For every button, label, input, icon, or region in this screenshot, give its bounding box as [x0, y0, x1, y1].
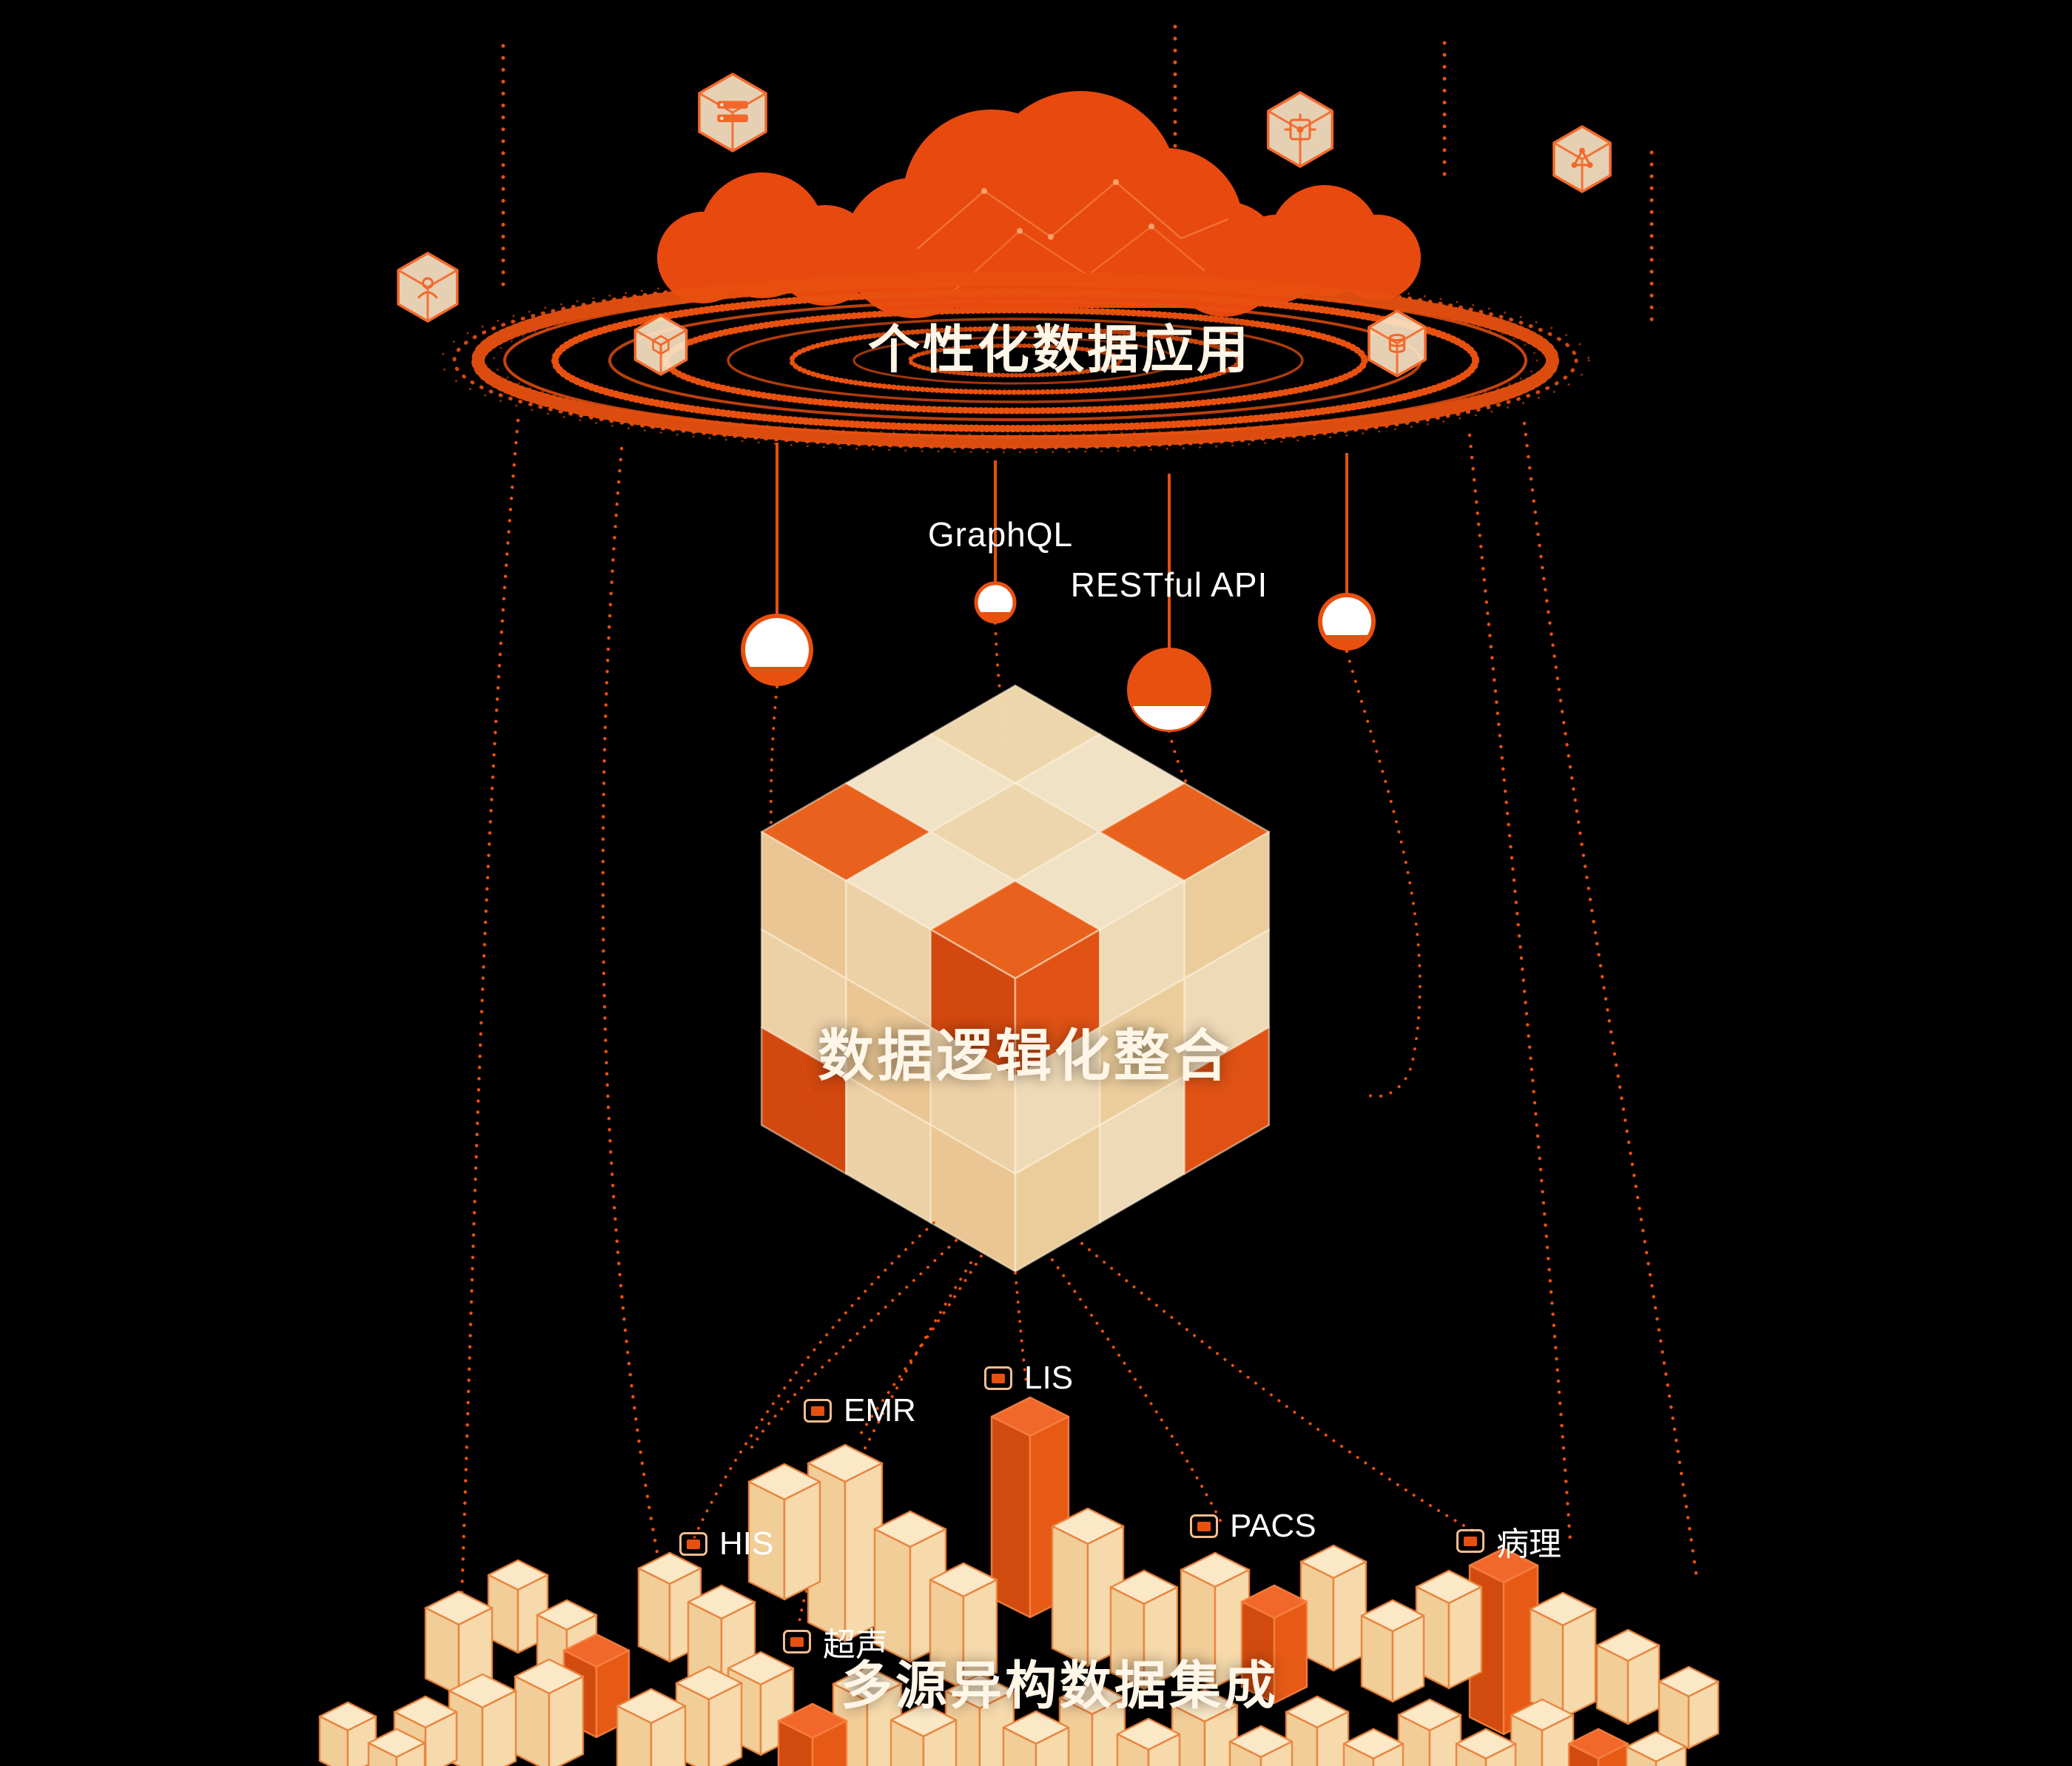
city-box	[1529, 1591, 1597, 1719]
city-box	[1109, 1569, 1179, 1691]
molecule-cube-icon	[1553, 125, 1612, 193]
city-box	[747, 1463, 821, 1601]
cube-right-face	[1014, 830, 1271, 1273]
city-box	[1567, 1728, 1629, 1766]
source-label-lis: LIS	[984, 1360, 1073, 1397]
city-box	[777, 1702, 848, 1766]
cube-left-face	[760, 830, 1017, 1273]
city-box	[1595, 1628, 1661, 1725]
city-box	[616, 1688, 687, 1766]
graphql-label: GraphQL	[927, 515, 1074, 554]
package-cube-icon	[633, 314, 688, 376]
cloud-right	[1232, 185, 1421, 303]
city-box	[1240, 1584, 1308, 1705]
restful-api-label: RESTful API	[1070, 565, 1268, 604]
city-box	[367, 1728, 426, 1766]
dotted-flow-curves	[457, 418, 1700, 1676]
city-box	[514, 1658, 585, 1766]
server-cube-icon	[698, 73, 767, 152]
city-box	[929, 1562, 998, 1691]
city-box	[1415, 1569, 1483, 1690]
cloud-mesh-nodes	[981, 179, 1154, 240]
database-cube-icon	[1368, 309, 1427, 377]
middle-title: 数据逻辑化整合	[818, 1025, 1232, 1088]
city-box	[1360, 1599, 1425, 1703]
source-label-text: 病理	[1496, 1526, 1561, 1562]
source-label-ultrasound: 超声	[783, 1618, 888, 1665]
source-label-text: LIS	[1024, 1360, 1074, 1396]
city-box	[1002, 1710, 1070, 1766]
data-source-bullet-icon	[783, 1630, 811, 1653]
source-label-text: PACS	[1230, 1508, 1316, 1544]
source-label-pathology: 病理	[1456, 1517, 1561, 1565]
top-title: 个性化数据应用	[868, 320, 1251, 379]
city-box	[1180, 1551, 1251, 1688]
city-box	[1228, 1725, 1294, 1766]
data-source-bullet-icon	[984, 1366, 1012, 1390]
source-label-emr: EMR	[804, 1392, 916, 1429]
floating-icon-cubes	[397, 73, 1612, 377]
city-box	[1397, 1698, 1462, 1766]
city-box	[889, 1702, 958, 1766]
cube-to-source-curves	[693, 1221, 1477, 1624]
city-box	[1510, 1698, 1575, 1766]
city-box	[1625, 1730, 1687, 1766]
city-box	[448, 1673, 517, 1766]
source-label-his: HIS	[679, 1525, 773, 1562]
data-source-bullet-icon	[1456, 1529, 1484, 1553]
flow-curve-left-outer	[457, 418, 520, 1676]
city-box	[1299, 1544, 1368, 1672]
city-box	[1342, 1728, 1405, 1766]
source-label-pacs: PACS	[1190, 1508, 1316, 1545]
city-box	[1285, 1695, 1350, 1766]
flow-curve-right-outer	[1522, 421, 1700, 1586]
data-source-cityscape	[318, 1396, 1720, 1766]
source-label-text: 超声	[823, 1627, 888, 1663]
api-connector-pendants	[741, 443, 1422, 1119]
flow-curve-right-inner	[1467, 433, 1572, 1543]
city-box	[1116, 1717, 1181, 1766]
source-label-text: HIS	[719, 1525, 774, 1562]
dotted-lines-top	[501, 24, 1654, 328]
city-box	[318, 1701, 377, 1766]
city-box	[1658, 1665, 1720, 1750]
city-box	[1455, 1728, 1517, 1766]
user-cube-icon	[397, 252, 459, 323]
data-source-bullet-icon	[1190, 1514, 1218, 1538]
city-box	[807, 1443, 884, 1642]
integration-cube	[760, 684, 1271, 1273]
flow-curve-left-inner	[601, 446, 667, 1592]
source-label-text: EMR	[844, 1392, 916, 1428]
data-source-bullet-icon	[679, 1532, 707, 1556]
cube-cell	[1183, 1026, 1271, 1175]
chip-cube-icon	[1266, 91, 1334, 168]
bottom-title: 多源异构数据集成	[841, 1656, 1279, 1715]
data-source-bullet-icon	[804, 1399, 832, 1423]
